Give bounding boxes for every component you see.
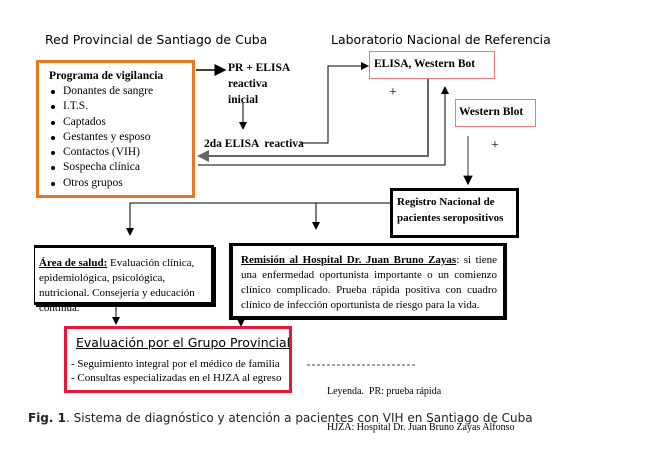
second-elisa-label: 2da ELISA reactiva <box>204 138 304 150</box>
evaluacion-box: Evaluación por el Grupo Provincial - Seg… <box>64 326 292 393</box>
figure-caption: Fig. 1. Sistema de diagnóstico y atenció… <box>28 411 533 425</box>
registro-box: Registro Nacional de pacientes seroposit… <box>390 188 519 238</box>
legend-line: Leyenda. PR: prueba rápida <box>327 386 442 397</box>
list-item: Donantes de sangre <box>49 84 192 99</box>
caption-text: . Sistema de diagnóstico y atención a pa… <box>66 411 533 425</box>
area-salud-box: Área de salud: Evaluación clínica, epide… <box>34 245 214 314</box>
arrow-to-lab <box>300 62 369 144</box>
header-laboratorio: Laboratorio Nacional de Referencia <box>331 32 551 47</box>
area-text: Evaluación clínica, epidemiológica, psic… <box>39 257 195 314</box>
surveillance-box: Programa de vigilancia Donantes de sangr… <box>36 60 195 198</box>
pr-elisa-line: inicial <box>228 94 259 106</box>
area-label: Área de salud: <box>39 257 108 269</box>
surveillance-title: Programa de vigilancia <box>49 70 164 82</box>
remision-label: Remisión al Hospital Dr. Juan Bruno Zaya… <box>241 254 457 266</box>
plus-sign: + <box>389 85 397 100</box>
list-item: Otros grupos <box>49 176 192 191</box>
evaluacion-title: Evaluación por el Grupo Provincial <box>76 335 291 350</box>
elisa-wb-box: ELISA, Western Bot <box>369 51 495 79</box>
pr-elisa-line: PR + ELISA <box>228 62 291 74</box>
list-item: Captados <box>49 115 192 130</box>
header-provincial: Red Provincial de Santiago de Cuba <box>45 32 268 47</box>
caption-label: Fig. 1 <box>28 411 66 425</box>
list-item: Sospecha clínica <box>49 160 192 175</box>
arrow-lab-back <box>197 79 429 162</box>
legend-line: HJZA: Hospital Dr. Juan Bruno Zayas Alfo… <box>327 422 515 433</box>
list-item: Gestantes y esposo <box>49 130 192 145</box>
pr-elisa-line: reactiva <box>228 78 268 90</box>
pr-elisa-label: PR + ELISA reactiva inicial <box>228 60 290 108</box>
western-blot-box: Western Blot <box>455 99 536 127</box>
list-item: - Seguimiento integral por el médico de … <box>71 358 280 370</box>
list-item: I.T.S. <box>49 99 192 114</box>
legend: Leyenda. PR: prueba rápida HJZA: Hospita… <box>327 362 515 458</box>
surveillance-list: Donantes de sangre I.T.S. Captados Gesta… <box>49 84 192 191</box>
arrow-to-elisa <box>198 86 449 166</box>
arrow-to-area <box>126 202 390 236</box>
remision-text: : si tiene una enfermedad oportunista im… <box>241 254 497 311</box>
plus-sign: + <box>491 138 499 153</box>
list-item: Contactos (VIH) <box>49 145 192 160</box>
list-item: - Consultas especializadas en el HJZA al… <box>71 371 282 384</box>
remision-box: Remisión al Hospital Dr. Juan Bruno Zaya… <box>229 243 507 320</box>
